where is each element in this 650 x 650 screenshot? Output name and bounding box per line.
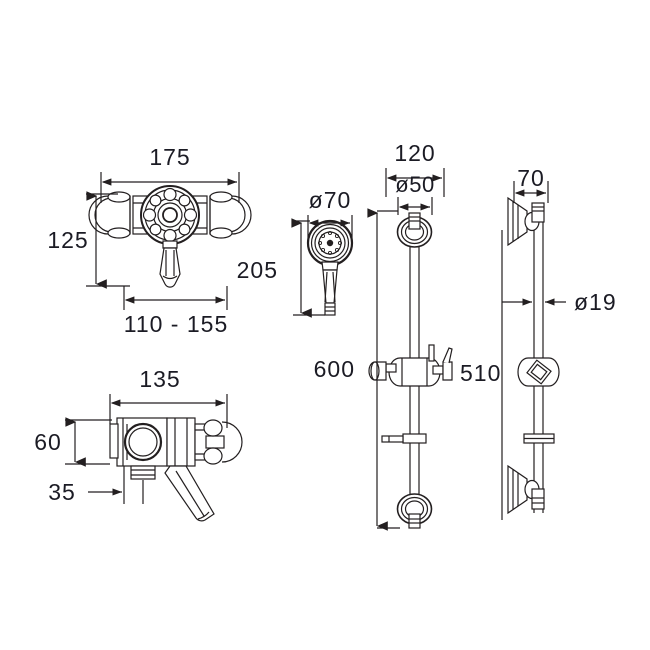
dim-dia19 [501, 230, 566, 520]
dim-dia70-label: ø70 [309, 187, 352, 213]
dim-600 [367, 208, 400, 531]
handset-view [306, 219, 354, 316]
rail-side-top-bracket [507, 196, 545, 247]
valve-front-view [88, 185, 252, 288]
dim-70-label: 70 [517, 165, 545, 191]
dim-dia19-label: ø19 [574, 289, 617, 315]
dim-600-label: 600 [314, 356, 355, 382]
dim-135 [109, 394, 228, 428]
rail-side-view [507, 196, 560, 515]
valve-side-view [109, 417, 243, 522]
valve-side-knob [203, 419, 243, 465]
dim-dia50-label: ø50 [395, 172, 434, 197]
dim-205-label: 205 [237, 257, 278, 283]
dim-510-label: 510 [460, 360, 501, 386]
valve-right-handle [209, 191, 252, 239]
rail-side-bottom-bracket [507, 464, 545, 515]
rail-bottom-bracket [396, 493, 433, 529]
dim-110-155 [123, 286, 228, 310]
dim-35-label: 35 [48, 479, 76, 505]
rail-side-hose-clip [523, 433, 555, 444]
dim-35 [88, 466, 144, 504]
valve-centre-rosette [140, 185, 200, 245]
dim-60-label: 60 [34, 429, 62, 455]
dim-60 [65, 417, 112, 467]
dim-205 [291, 218, 325, 318]
dim-120 [385, 168, 445, 197]
rail-side-slider [517, 357, 560, 387]
valve-side-lever [164, 465, 215, 522]
valve-front-lever [159, 240, 181, 288]
dim-175-label: 175 [149, 144, 190, 170]
dim-dia50 [397, 197, 433, 215]
dim-120-label: 120 [394, 140, 435, 166]
dim-135-label: 135 [139, 366, 180, 392]
dim-125 [86, 191, 130, 289]
dim-110-155-label: 110 - 155 [124, 311, 228, 337]
dim-125-label: 125 [47, 227, 88, 253]
rail-top-bracket [396, 212, 433, 248]
dim-70 [513, 181, 549, 203]
